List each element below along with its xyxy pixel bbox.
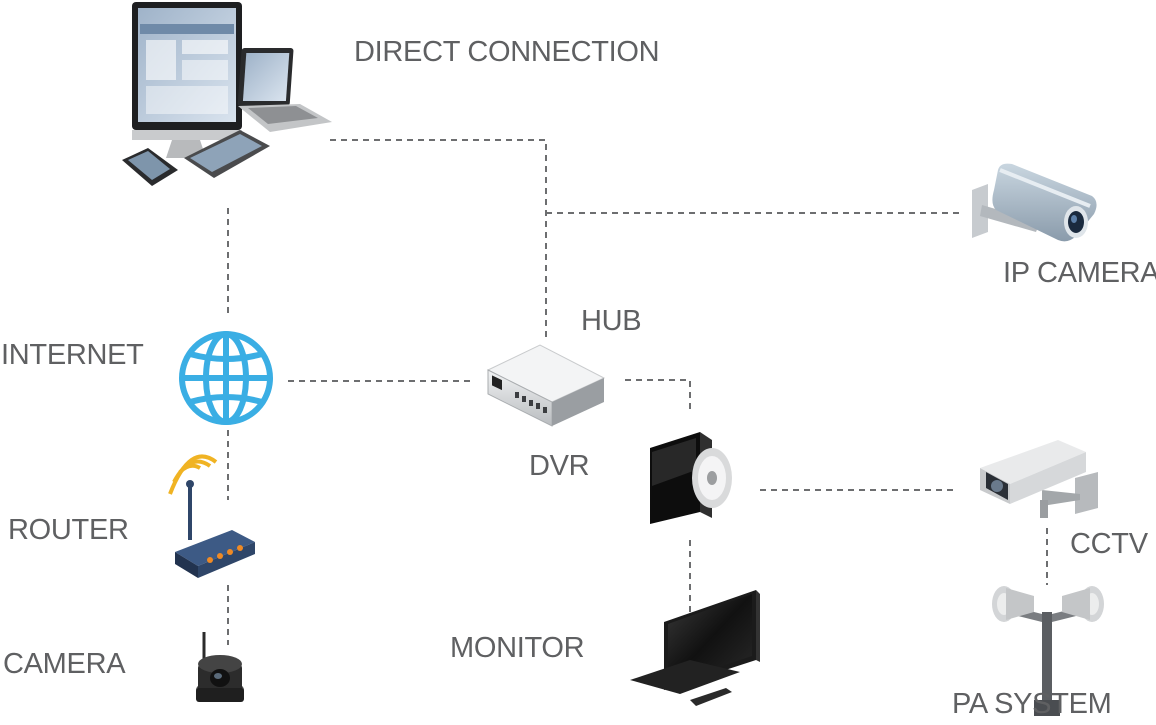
monitor-icon: [630, 590, 760, 706]
dvr-icon: [650, 432, 732, 524]
label-dvr: DVR: [529, 450, 590, 482]
line-hub-to-dvr: [625, 379, 691, 412]
pa-speaker-icon: [992, 586, 1104, 716]
ptz-camera-icon: [196, 632, 244, 702]
label-hub: HUB: [581, 305, 642, 337]
label-internet: INTERNET: [1, 339, 144, 371]
label-camera: CAMERA: [3, 648, 126, 680]
ip-camera-icon: [972, 163, 1097, 242]
label-pa-system: PA SYSTEM: [952, 688, 1112, 720]
computer-devices-icon: [122, 2, 332, 186]
label-monitor: MONITOR: [450, 632, 585, 664]
line-devices-to-hub: [330, 139, 547, 340]
connector-lines: [227, 139, 1048, 645]
hub-icon: [486, 344, 606, 427]
globe-icon: [179, 331, 273, 425]
router-icon: [168, 454, 255, 578]
cctv-camera-icon: [980, 440, 1098, 518]
label-cctv: CCTV: [1070, 528, 1148, 560]
label-ip-camera: IP CAMERA: [1003, 257, 1156, 289]
label-router: ROUTER: [8, 514, 129, 546]
label-direct-connection: DIRECT CONNECTION: [354, 36, 660, 68]
